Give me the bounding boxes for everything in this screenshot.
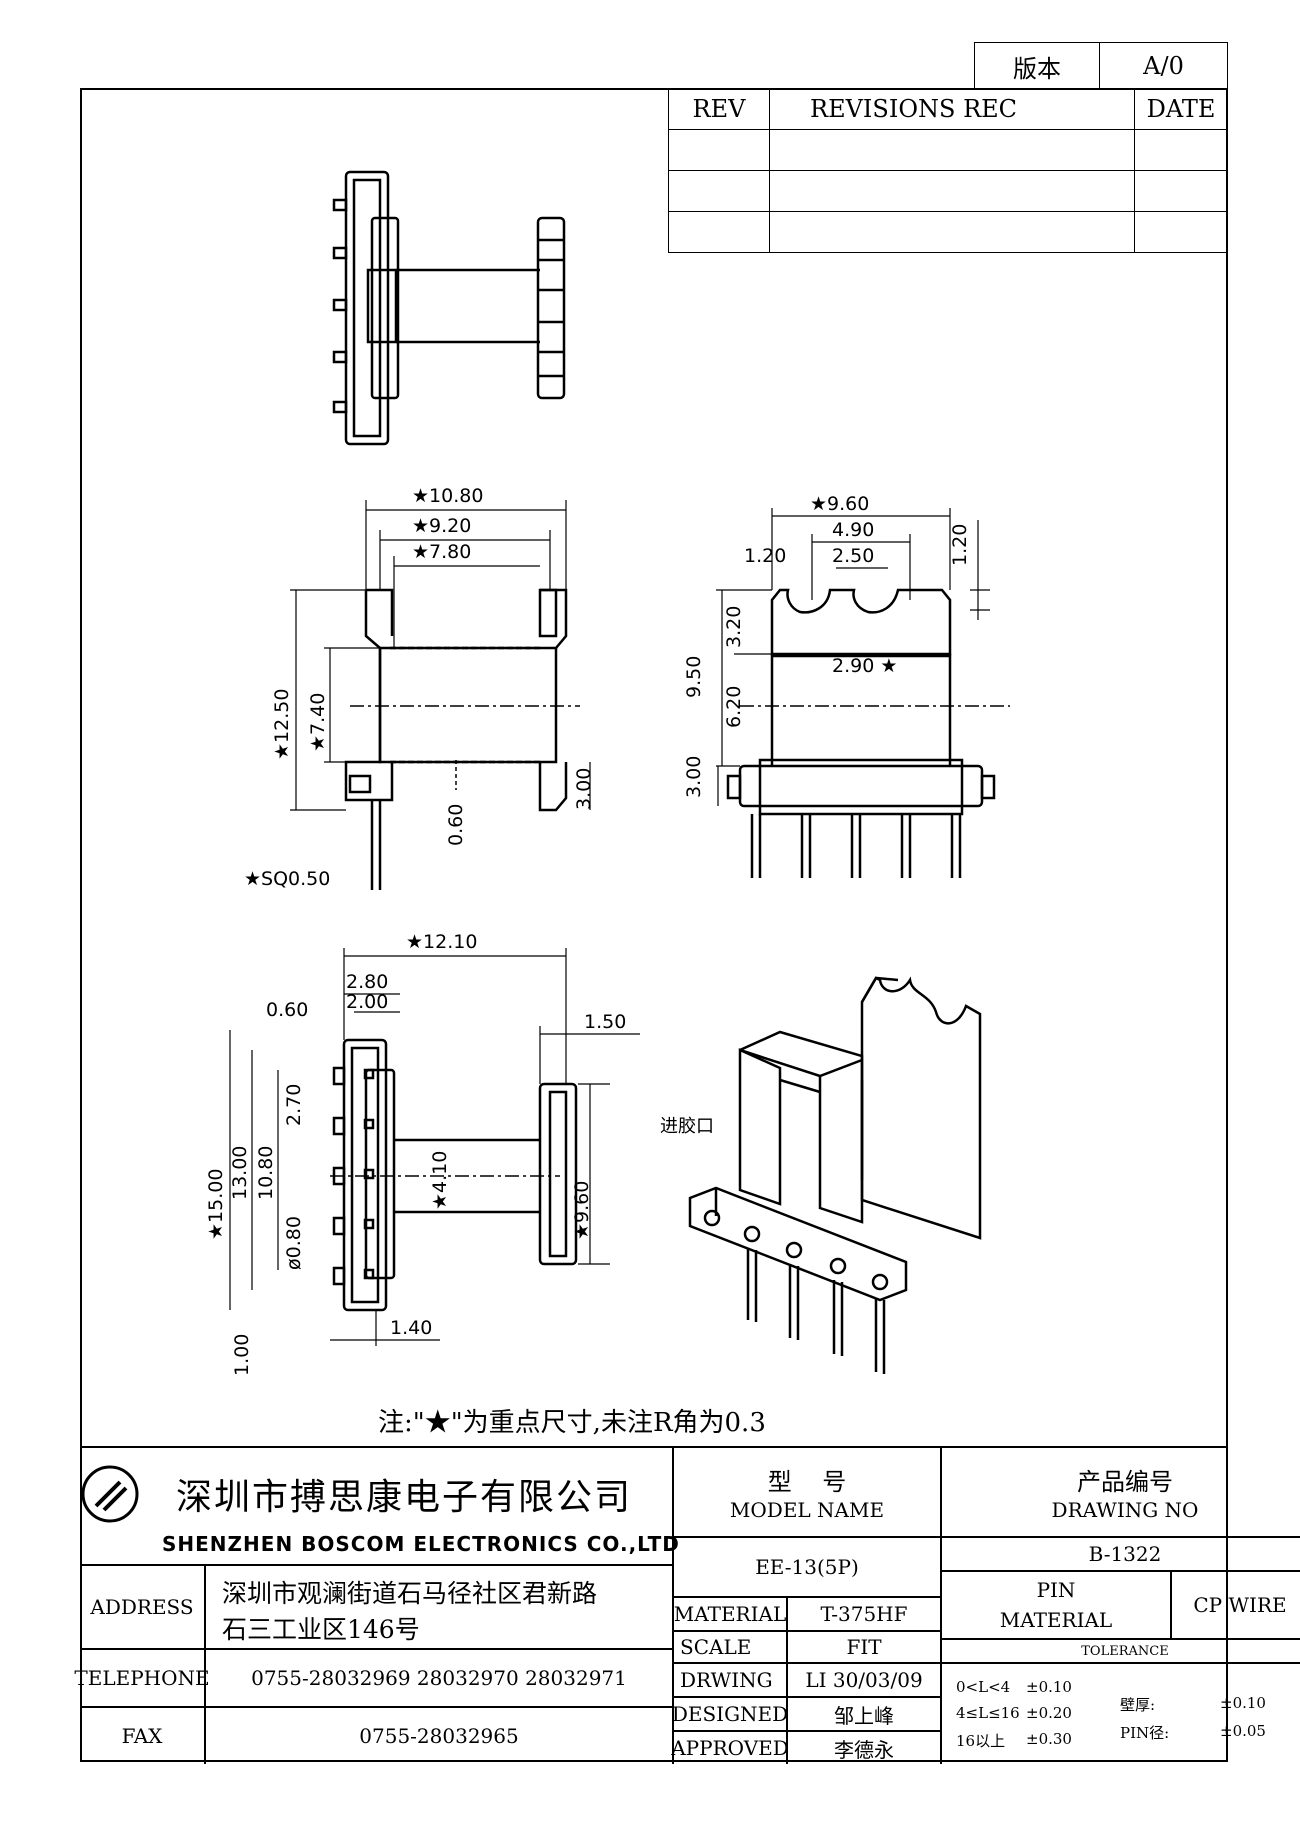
drwing-value: LI 30/03/09: [805, 1668, 923, 1692]
pin-material-label-2: MATERIAL: [999, 1608, 1113, 1632]
dim-y: 2.70: [283, 1084, 305, 1126]
designed-label: DESIGNED: [671, 1702, 789, 1726]
iso-gate-label: 进胶口: [660, 1116, 714, 1137]
dim-w: 13.00: [229, 1146, 251, 1200]
approved-label: APPROVED: [671, 1736, 789, 1760]
rev-cell: [668, 211, 770, 253]
drwing-label: DRWING: [680, 1668, 773, 1692]
dim-l: 1.20: [744, 545, 786, 567]
tolerance-label: TOLERANCE: [1081, 1643, 1169, 1659]
tolerance-value-2: ±0.20: [1026, 1704, 1072, 1722]
model-label-cn: 型 号: [767, 1468, 847, 1496]
wall-thickness-value: ±0.10: [1220, 1694, 1266, 1712]
dim-x: 10.80: [255, 1146, 277, 1200]
top-view: [332, 170, 566, 446]
title-block: 深圳市搏思康电子有限公司 SHENZHEN BOSCOM ELECTRONICS…: [74, 1446, 1300, 1764]
pin-material-label-1: PIN: [1036, 1578, 1076, 1602]
drawing-note: 注:"★"为重点尺寸,未注R角为0.3: [378, 1408, 766, 1438]
dim-e: ★7.40: [307, 693, 329, 752]
telephone-label: TELEPHONE: [74, 1666, 210, 1690]
rev-cell: [1134, 211, 1228, 253]
version-label: 版本: [974, 42, 1100, 90]
dimension-lines: [229, 500, 990, 1346]
dim-v: ★15.00: [205, 1169, 227, 1240]
technical-drawings: ★10.80 ★9.20 ★7.80 ★12.50 ★7.40 ★SQ0.50 …: [205, 170, 1010, 1376]
tolerance-range-3: 16以上: [956, 1732, 1006, 1750]
dim-h: 3.00: [573, 768, 595, 810]
company-name-cn: 深圳市搏思康电子有限公司: [176, 1477, 633, 1518]
model-label-en: MODEL NAME: [729, 1498, 885, 1522]
drawing-value: B-1322: [1088, 1542, 1162, 1566]
version-value: A/0: [1099, 42, 1228, 90]
dim-u1: 1.50: [584, 1011, 626, 1033]
address-line1: 深圳市观澜街道石马径社区君新路: [222, 1579, 598, 1608]
wall-thickness-label: 壁厚:: [1120, 1696, 1156, 1714]
isometric-view: [688, 976, 982, 1374]
version-block: 版本 A/0: [974, 42, 1228, 90]
date-header: DATE: [1134, 88, 1228, 130]
pin-diameter-label: PIN径:: [1120, 1724, 1170, 1742]
telephone-value: 0755-28032969 28032970 28032971: [251, 1666, 627, 1690]
company-logo: [81, 1465, 139, 1523]
side-view: [726, 588, 1010, 878]
pin-material-value: CP WIRE: [1193, 1593, 1287, 1617]
fax-label: FAX: [121, 1724, 163, 1748]
front-view: [344, 588, 580, 890]
dim-p: 6.20: [723, 686, 745, 728]
model-value: EE-13(5P): [755, 1555, 859, 1579]
rev-cell: [668, 170, 770, 212]
address-label: ADDRESS: [90, 1595, 194, 1619]
dim-b: ★9.20: [412, 515, 471, 537]
dim-y1: ø0.80: [283, 1216, 305, 1270]
approved-value: 李德永: [834, 1737, 894, 1762]
revisions-rec-header: REVISIONS REC: [769, 88, 1135, 130]
dim-u: 2.00: [346, 991, 388, 1013]
tolerance-range-2: 4≤L≤16: [956, 1704, 1020, 1722]
dim-s: ★12.10: [406, 931, 477, 953]
dimension-labels: ★10.80 ★9.20 ★7.80 ★12.50 ★7.40 ★SQ0.50 …: [205, 485, 971, 1376]
dim-n: 9.50: [683, 656, 705, 698]
designed-value: 邹上峰: [834, 1703, 894, 1728]
dim-pin-offset: 0.60: [266, 999, 308, 1021]
drawing-label-cn: 产品编号: [1077, 1468, 1173, 1496]
drawing-label-en: DRAWING NO: [1051, 1498, 1199, 1522]
dim-o: 3.20: [723, 606, 745, 648]
tolerance-value-3: ±0.30: [1026, 1730, 1072, 1748]
dim-z: ★9.60: [571, 1181, 593, 1240]
dim-y3: ★4.10: [429, 1151, 451, 1210]
company-name-en: SHENZHEN BOSCOM ELECTRONICS CO.,LTD: [162, 1532, 680, 1556]
tolerance-range-1: 0<L<4: [956, 1678, 1011, 1696]
dim-f: ★SQ0.50: [244, 868, 330, 890]
dim-r: 2.90 ★: [832, 655, 897, 677]
dim-j: 4.90: [832, 519, 874, 541]
dim-q: 3.00: [683, 756, 705, 798]
pin-diameter-value: ±0.05: [1220, 1722, 1266, 1740]
tolerance-value-1: ±0.10: [1026, 1678, 1072, 1696]
fax-value: 0755-28032965: [359, 1724, 519, 1748]
bottom-view: [330, 1038, 578, 1312]
dim-a: ★10.80: [412, 485, 483, 507]
dim-m: 1.20: [949, 524, 971, 566]
drawing-frame: [80, 88, 1228, 1762]
dim-d: ★12.50: [271, 689, 293, 760]
dim-k: 2.50: [832, 545, 874, 567]
address-line2: 石三工业区146号: [222, 1615, 420, 1644]
rev-header: REV: [668, 88, 770, 130]
dim-t: 2.80: [346, 971, 388, 993]
dim-i: ★9.60: [810, 493, 869, 515]
scale-value: FIT: [846, 1635, 882, 1659]
revisions-table: REV REVISIONS REC DATE: [668, 88, 1228, 253]
scale-label: SCALE: [680, 1635, 752, 1659]
material-value: T-375HF: [820, 1602, 908, 1626]
dim-g: 0.60: [445, 804, 467, 846]
dim-pitch: 1.40: [390, 1317, 432, 1339]
dim-y2: 1.00: [231, 1334, 253, 1376]
material-label: MATERIAL: [673, 1602, 787, 1626]
rev-cell: [769, 211, 1135, 253]
dim-c: ★7.80: [412, 541, 471, 563]
